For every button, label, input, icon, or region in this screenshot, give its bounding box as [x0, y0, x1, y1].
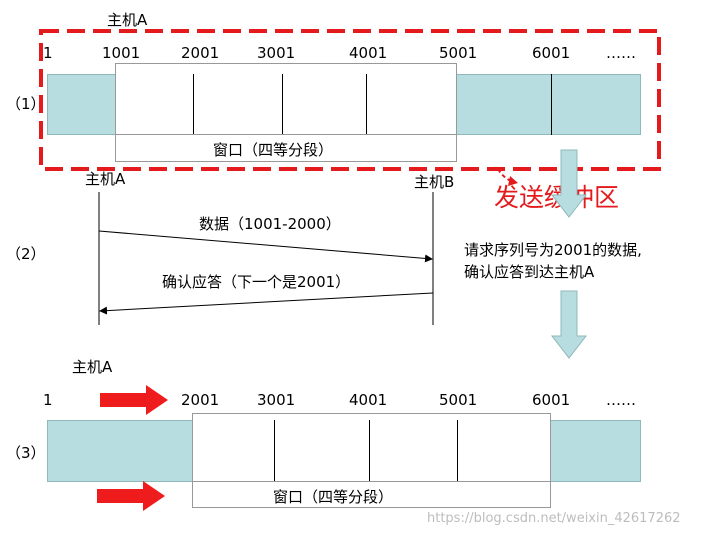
send-buffer-pointer — [497, 168, 515, 183]
row3-tick-5001: 5001 — [439, 391, 478, 409]
row1-tick-4001: 4001 — [349, 44, 388, 62]
row2-host-a: 主机A — [85, 170, 126, 188]
row1-buffer-right — [455, 74, 641, 135]
row3-window-caption: 窗口（四等分段） — [273, 488, 394, 506]
watermark: https://blog.csdn.net/weixin_42617262 — [427, 511, 681, 526]
row1-window-caption: 窗口（四等分段） — [213, 141, 334, 159]
slide-arrow-top — [100, 385, 168, 415]
row2-message-ack: 确认应答（下一个是2001） — [162, 273, 351, 291]
row1-tick-1: 1 — [43, 44, 53, 62]
row1-tick-ellipsis: …… — [606, 44, 636, 62]
row1-window-rule — [115, 134, 457, 135]
row2-note-line2: 确认应答到达主机A — [464, 263, 595, 281]
row3-segment-divider-1 — [274, 420, 275, 482]
row3-buffer-left — [47, 420, 194, 482]
row3-tick-4001: 4001 — [349, 391, 388, 409]
row1-label: （1） — [6, 95, 46, 113]
row1-segment-divider-2 — [282, 74, 283, 135]
row1-tick-5001: 5001 — [439, 44, 478, 62]
data-message-arrow — [98, 230, 433, 263]
row1-segment-divider-3 — [366, 74, 367, 135]
row3-tick-6001: 6001 — [532, 391, 571, 409]
row2-host-b: 主机B — [414, 173, 455, 191]
row1-tick-1001: 1001 — [102, 44, 141, 62]
row2-label: （2） — [6, 245, 46, 263]
row1-buffer-left — [47, 74, 117, 135]
down-arrow-1 — [550, 149, 588, 218]
row3-tick-1: 1 — [43, 391, 53, 409]
row3-host-label: 主机A — [72, 358, 113, 376]
row1-window — [115, 63, 457, 162]
row1-segment-divider-1 — [193, 74, 194, 135]
row1-tick-2001: 2001 — [181, 44, 220, 62]
row3-tick-2001: 2001 — [181, 391, 220, 409]
row3-tick-3001: 3001 — [257, 391, 296, 409]
row1-buffer-divider — [551, 74, 552, 135]
row1-tick-6001: 6001 — [532, 44, 571, 62]
row3-window — [192, 413, 551, 508]
row3-segment-divider-3 — [457, 420, 458, 482]
row2-message-data: 数据（1001-2000） — [199, 215, 341, 233]
send-buffer-dashed-outline — [39, 29, 661, 171]
row1-host-label: 主机A — [107, 11, 148, 29]
send-buffer-pointer-head — [508, 176, 518, 186]
row2-note-line1: 请求序列号为2001的数据, — [464, 241, 642, 259]
row3-tick-ellipsis: …… — [606, 391, 636, 409]
row3-label: （3） — [6, 444, 46, 462]
row1-tick-3001: 3001 — [257, 44, 296, 62]
row3-window-rule — [192, 481, 551, 482]
down-arrow-2 — [550, 290, 588, 359]
slide-arrow-bottom — [97, 481, 165, 511]
ack-message-arrow — [99, 292, 434, 315]
row3-segment-divider-2 — [369, 420, 370, 482]
